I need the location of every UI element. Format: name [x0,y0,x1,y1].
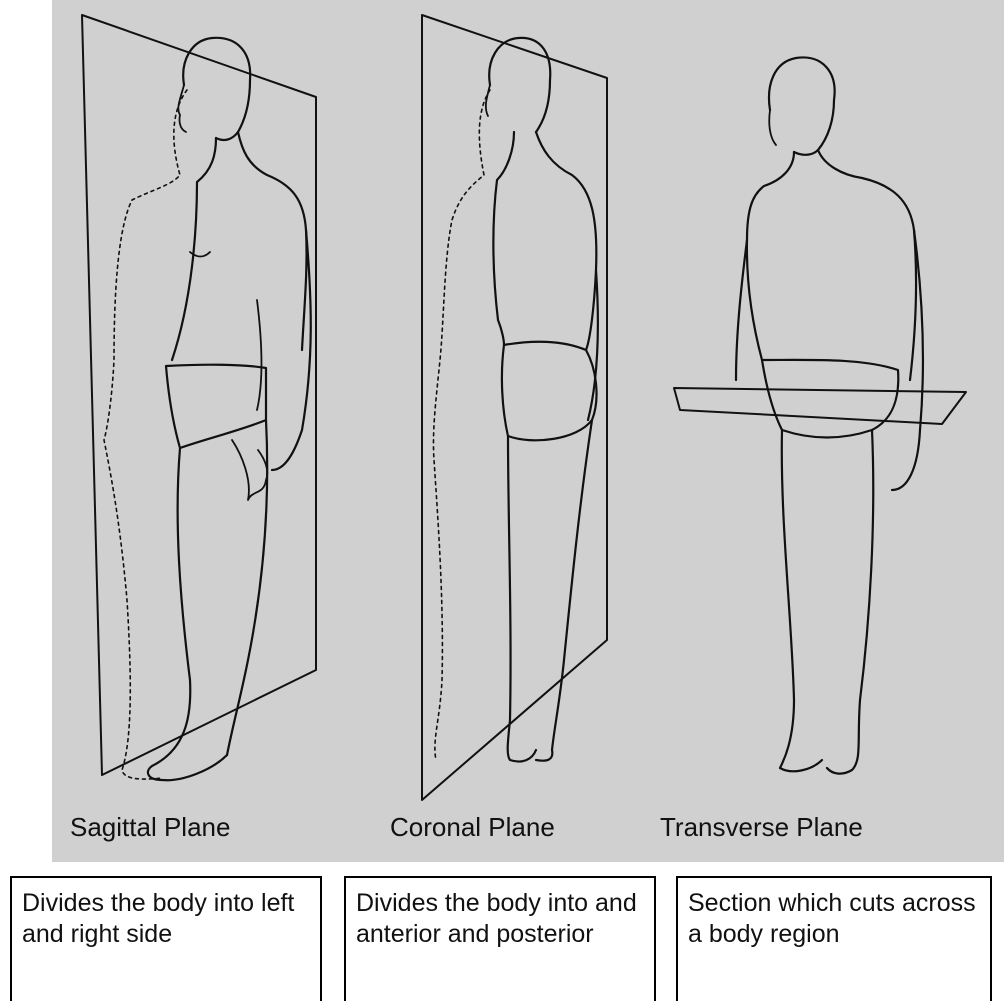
sagittal-plane-label: Sagittal Plane [70,812,230,843]
coronal-description-box: Divides the body into and anterior and p… [344,876,656,1001]
sagittal-description: Divides the body into left and right sid… [22,889,294,948]
coronal-description: Divides the body into and anterior and p… [356,889,637,948]
sagittal-plane [82,15,316,775]
sagittal-figure [82,15,316,780]
transverse-description: Section which cuts across a body region [688,889,976,948]
sagittal-dotted-half [104,90,187,779]
sagittal-description-box: Divides the body into left and right sid… [10,876,322,1001]
body-planes-drawing [52,0,1004,862]
transverse-figure [674,57,966,773]
transverse-plane-label: Transverse Plane [660,812,863,843]
coronal-figure [422,15,607,800]
transverse-description-box: Section which cuts across a body region [676,876,992,1001]
coronal-plane-label: Coronal Plane [390,812,555,843]
coronal-dotted-half [433,90,490,760]
planes-illustration: Sagittal Plane Coronal Plane Transverse … [52,0,1004,862]
